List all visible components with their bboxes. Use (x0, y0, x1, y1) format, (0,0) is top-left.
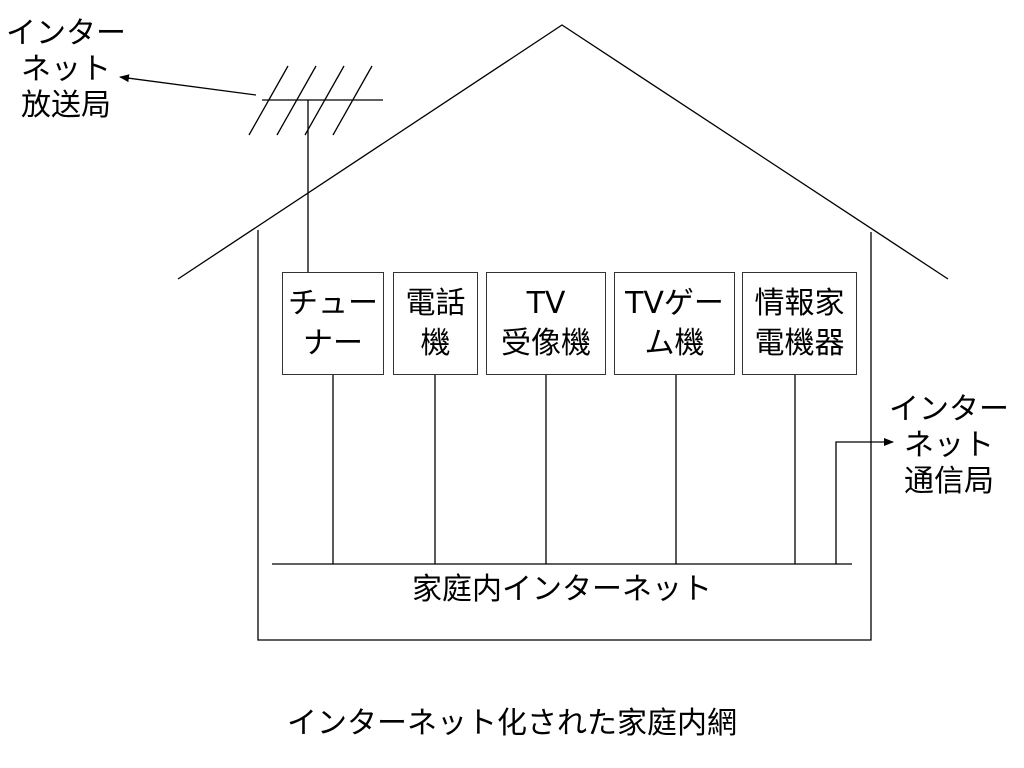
device-tv-game: TVゲー ム機 (614, 272, 735, 375)
device-label: 情報家 (754, 285, 845, 321)
broadcast-station-line: インター (6, 16, 126, 51)
device-label: 電機器 (754, 325, 845, 361)
device-label: チュー (288, 285, 378, 321)
house-roof (177, 24, 949, 280)
device-label: ナー (303, 325, 363, 361)
device-label: TV (526, 285, 566, 321)
communication-station-line: 通信局 (904, 464, 994, 499)
broadcast-station-line: 放送局 (21, 88, 111, 123)
device-label: 受像機 (501, 325, 591, 361)
antenna-icon (248, 65, 383, 272)
communication-arrow (835, 438, 894, 564)
house-body (257, 230, 872, 641)
communication-station-label: インター ネット 通信局 (884, 392, 1014, 500)
device-info-appliance: 情報家 電機器 (742, 272, 857, 375)
communication-station-line: ネット (904, 428, 994, 463)
broadcast-station-line: ネット (21, 52, 111, 87)
device-label: 電話 (405, 285, 466, 321)
broadcast-arrow (119, 74, 257, 96)
diagram-caption: インターネット化された家庭内網 (287, 706, 737, 741)
device-connectors (332, 375, 796, 564)
device-label: 機 (420, 325, 451, 361)
device-tuner: チュー ナー (282, 272, 384, 375)
home-network-label: 家庭内インターネット (412, 572, 712, 607)
communication-station-line: インター (889, 392, 1009, 427)
device-tv-receiver: TV 受像機 (486, 272, 606, 375)
device-label: ム機 (644, 325, 705, 361)
device-label: TVゲー (625, 285, 724, 321)
device-telephone: 電話 機 (393, 272, 478, 375)
broadcast-station-label: インター ネット 放送局 (4, 16, 128, 124)
